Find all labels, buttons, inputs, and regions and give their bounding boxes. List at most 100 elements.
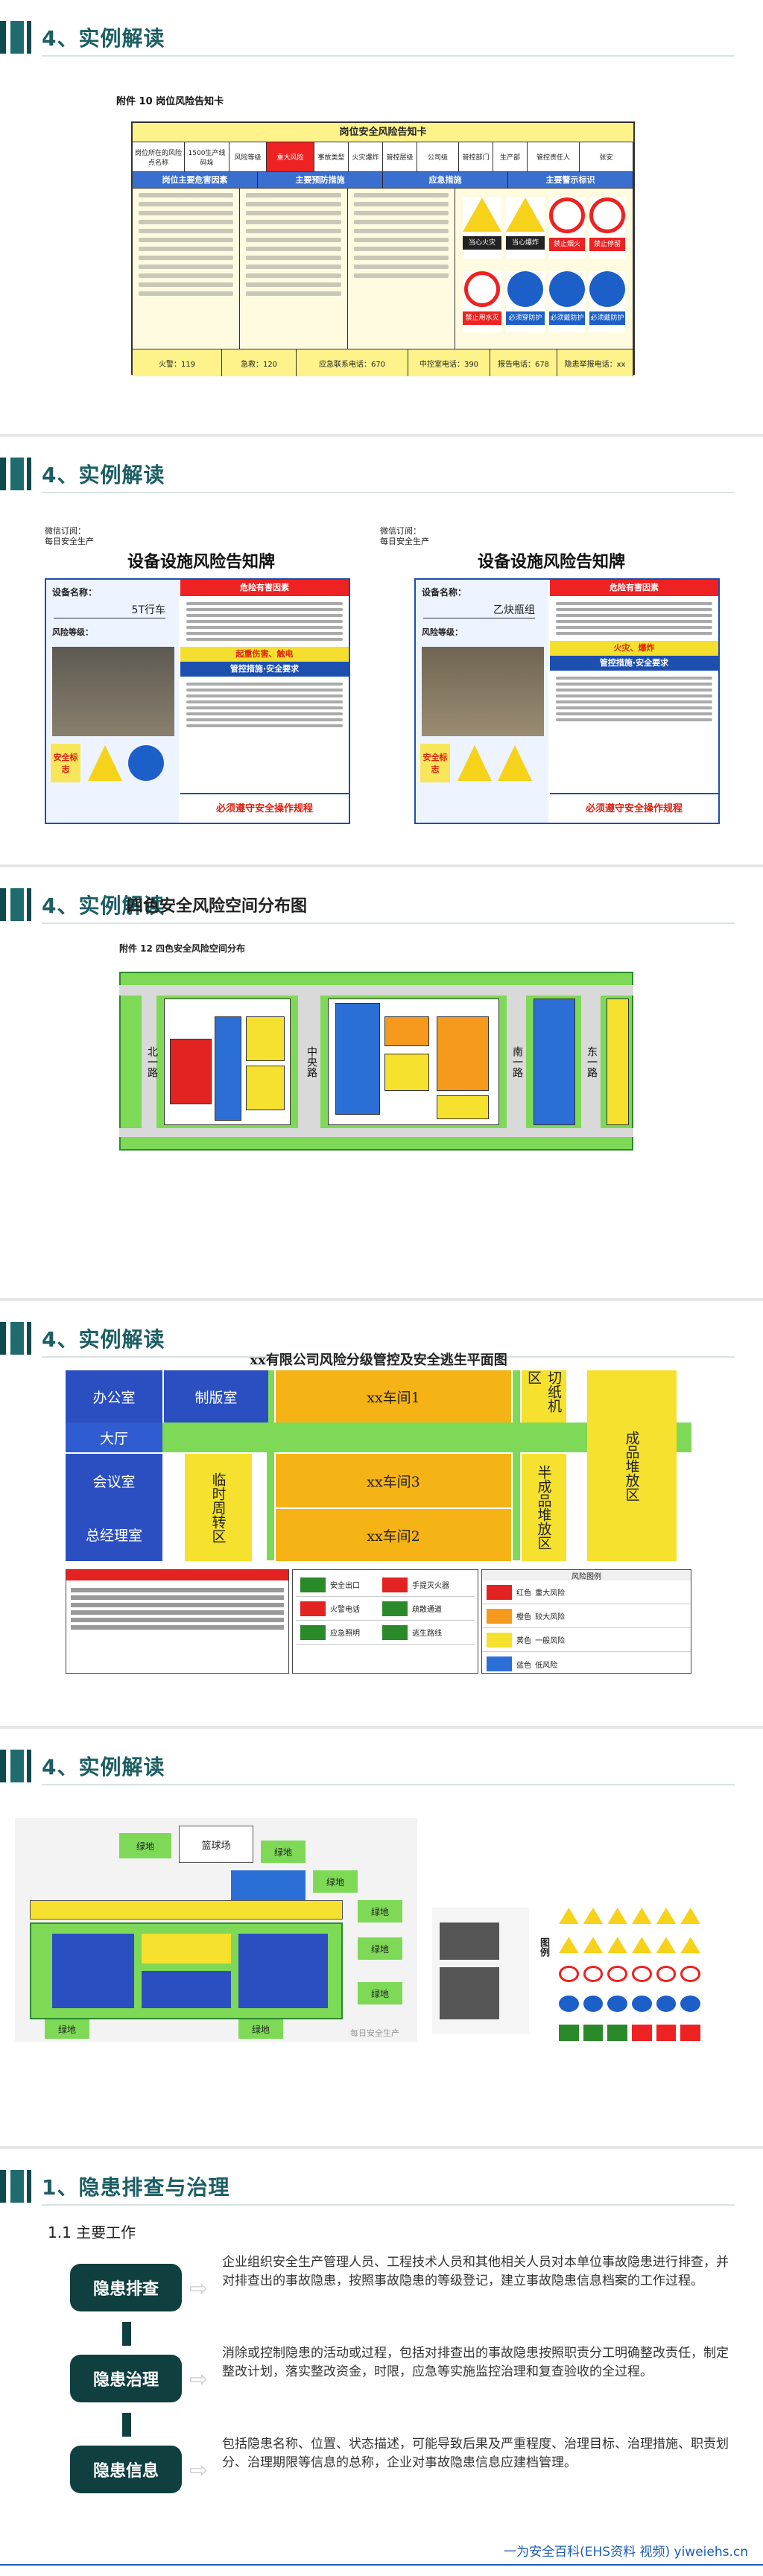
fire-warning-icon: 当心火灾: [462, 197, 501, 259]
green-label: 绿地: [45, 2019, 89, 2039]
level-label: 黄色: [516, 1637, 531, 1645]
info-cell: 风险等级: [229, 142, 267, 171]
item-desc: 消除或控制隐患的活动或过程，包括对排查出的事故隐患按照职责分工明确整改责任，制定…: [222, 2346, 729, 2379]
info-cell: 生产部: [493, 142, 528, 171]
card-info-row: 岗位所在的风险点名称 1500生产线码垛 风险等级 重大风险 事故类型 火灾爆炸…: [133, 142, 633, 172]
area-office: 办公室: [66, 1370, 162, 1423]
section-title: 1、隐患排查与治理: [42, 2175, 230, 2200]
extinguisher-icon: [382, 1577, 408, 1592]
evacuation-plan: xx有限公司风险分级管控及安全逃生平面图 办公室 制版室 大厅 会议室 总经理室…: [66, 1349, 691, 1674]
info-cell: 岗位所在的风险点名称: [133, 142, 185, 171]
footer-link[interactable]: 一为安全百科(EHS资料 视频) yiweiehs.cn: [504, 2545, 748, 2560]
level-name: 较大风险: [535, 1613, 566, 1621]
risk-distribution-map: 北一路 中央路 南一路 东一路: [119, 972, 633, 1151]
factory-map: 绿地 篮球场 绿地 绿地 绿地 绿地 绿地 绿地 绿地: [15, 1818, 417, 2042]
slide-1: 4、实例解读 附件 10 岗位风险告知卡 岗位安全风险告知卡 岗位所在的风险点名…: [0, 0, 763, 434]
safety-sign-label: 安全标志: [51, 744, 80, 782]
control-header: 管控措施·安全要求: [550, 656, 718, 671]
road-label: 北一路: [146, 1046, 158, 1077]
slide-3: 4、实例解读 四色安全风险空间分布图 附件 12 四色安全风险空间分布 北一路 …: [0, 867, 763, 1298]
watermark: 微信订阅： 每日安全生产: [380, 526, 429, 546]
control-header: 管控措施·安全要求: [180, 662, 349, 677]
footer-cell: 急救：120: [222, 349, 297, 376]
equipment-photo: [52, 647, 174, 736]
card-title: 岗位安全风险告知卡: [133, 123, 633, 142]
level-name: 一般风险: [535, 1637, 566, 1645]
info-cell: 1500生产线码垛: [185, 142, 229, 171]
court-label: 篮球场: [179, 1826, 253, 1863]
col-header: 主要警示标识: [508, 172, 633, 188]
footer-cell: 火警：119: [133, 349, 222, 376]
equipment-name: 5T行车: [54, 602, 165, 618]
level-label: 风险等级：: [52, 627, 93, 637]
green-label: 绿地: [358, 1900, 402, 1922]
area-semi-finished: 半成品堆放区: [522, 1454, 566, 1561]
road-label: 中央路: [305, 1046, 317, 1077]
item-label: 隐患信息: [70, 2446, 182, 2493]
green-label: 绿地: [238, 2019, 283, 2039]
item-information: 隐患信息 ⇨ 包括隐患名称、位置、状态描述，可能导致后果及严重程度、治理目标、治…: [70, 2435, 741, 2504]
area-cutter: 切纸机区: [522, 1370, 566, 1423]
warning-triangle-icon: [88, 745, 122, 781]
green-label: 绿地: [358, 1937, 402, 1960]
arrow-right-icon: ⇨: [189, 2458, 209, 2484]
plan-caption: 附件 12 四色安全风险空间分布: [119, 943, 246, 954]
safety-sign-label: 安全标志: [420, 744, 450, 782]
slide-4: 4、实例解读 xx有限公司风险分级管控及安全逃生平面图 办公室 制版室 大厅 会…: [0, 1301, 763, 1726]
warning-triangle-icon: [458, 745, 492, 781]
level-label: 风险等级：: [422, 627, 463, 637]
board-title: 设备设施风险告知牌: [477, 553, 625, 572]
warning-signs: 当心火灾 当心爆炸 禁止烟火 禁止停留 禁止用水灭火 必须穿防护鞋 必须戴防护手…: [455, 189, 633, 349]
card-footer: 火警：119 急救：120 应急联系电话：670 中控室电话：390 报告电话：…: [133, 349, 633, 376]
emergency-light-icon: [300, 1624, 326, 1640]
area-workshop-3: xx车间3: [276, 1454, 511, 1507]
blue-swatch: [487, 1656, 512, 1671]
no-water-icon: 禁止用水灭火: [462, 270, 501, 335]
symbol-legend: 安全出口手提灭火器 火警电话疏散通道 应急照明逃生路线: [292, 1569, 478, 1674]
signs-legend: [559, 1908, 700, 2049]
section-header: 4、实例解读: [0, 453, 763, 495]
watermark: 每日安全生产: [350, 2028, 399, 2038]
equipment-name: 乙炔瓶组: [423, 602, 535, 618]
equipment-photo: [422, 647, 544, 736]
evac-route-icon: [382, 1601, 408, 1616]
road-label: 东一路: [586, 1046, 598, 1077]
info-cell: 管控责任人: [528, 142, 580, 171]
equipment-board-left: 微信订阅： 每日安全生产 设备设施风险告知牌 设备名称： 5T行车 风险等级： …: [45, 526, 358, 854]
prevention-column: [240, 189, 348, 349]
section-title: 4、实例解读: [42, 1327, 165, 1352]
area-workshop-1: xx车间1: [276, 1370, 511, 1423]
yellow-swatch: [487, 1632, 512, 1648]
board-footer: 必须遵守安全操作规程: [180, 793, 349, 823]
name-label: 设备名称：: [52, 587, 98, 598]
red-swatch: [487, 1584, 512, 1600]
legend-label: 图例: [538, 1937, 549, 1957]
level-label: 橙色: [516, 1613, 531, 1621]
connector: [122, 2322, 131, 2346]
info-cell: 重大风险: [267, 142, 314, 171]
detail-map: [432, 1908, 529, 2034]
green-label: 绿地: [358, 1982, 402, 2004]
symbol-label: 安全出口: [330, 1582, 360, 1590]
info-cell: 管控层级: [383, 142, 417, 171]
hazard-header: 危险有害因素: [180, 580, 349, 596]
plan-title: 四色安全风险空间分布图: [127, 897, 308, 916]
risk-card: 附件 10 岗位风险告知卡 岗位安全风险告知卡 岗位所在的风险点名称 1500生…: [112, 93, 648, 380]
plan-title: xx有限公司风险分级管控及安全逃生平面图: [250, 1352, 507, 1368]
name-label: 设备名称：: [422, 587, 467, 598]
footer-cell: 中控室电话：390: [408, 349, 490, 376]
footer-cell: 隐患举报电话：xx: [557, 349, 633, 376]
area-meeting-room: 会议室: [66, 1454, 162, 1507]
section-title: 4、实例解读: [42, 463, 165, 487]
col-header: 应急措施: [383, 172, 508, 188]
emergency-column: [347, 189, 455, 349]
footer-cell: 应急联系电话：670: [297, 349, 408, 376]
col-header: 主要预防措施: [258, 172, 383, 188]
slide-2: 4、实例解读 微信订阅： 每日安全生产 设备设施风险告知牌 设备名称： 5T行车…: [0, 437, 763, 864]
area-temp-turnover: 临时周转区: [185, 1454, 252, 1561]
gloves-icon: 必须戴防护手套: [548, 270, 585, 335]
notice-panel: [66, 1569, 289, 1674]
exit-icon: [300, 1577, 326, 1592]
level-name: 低风险: [535, 1661, 558, 1670]
watermark: 微信订阅： 每日安全生产: [45, 526, 94, 546]
